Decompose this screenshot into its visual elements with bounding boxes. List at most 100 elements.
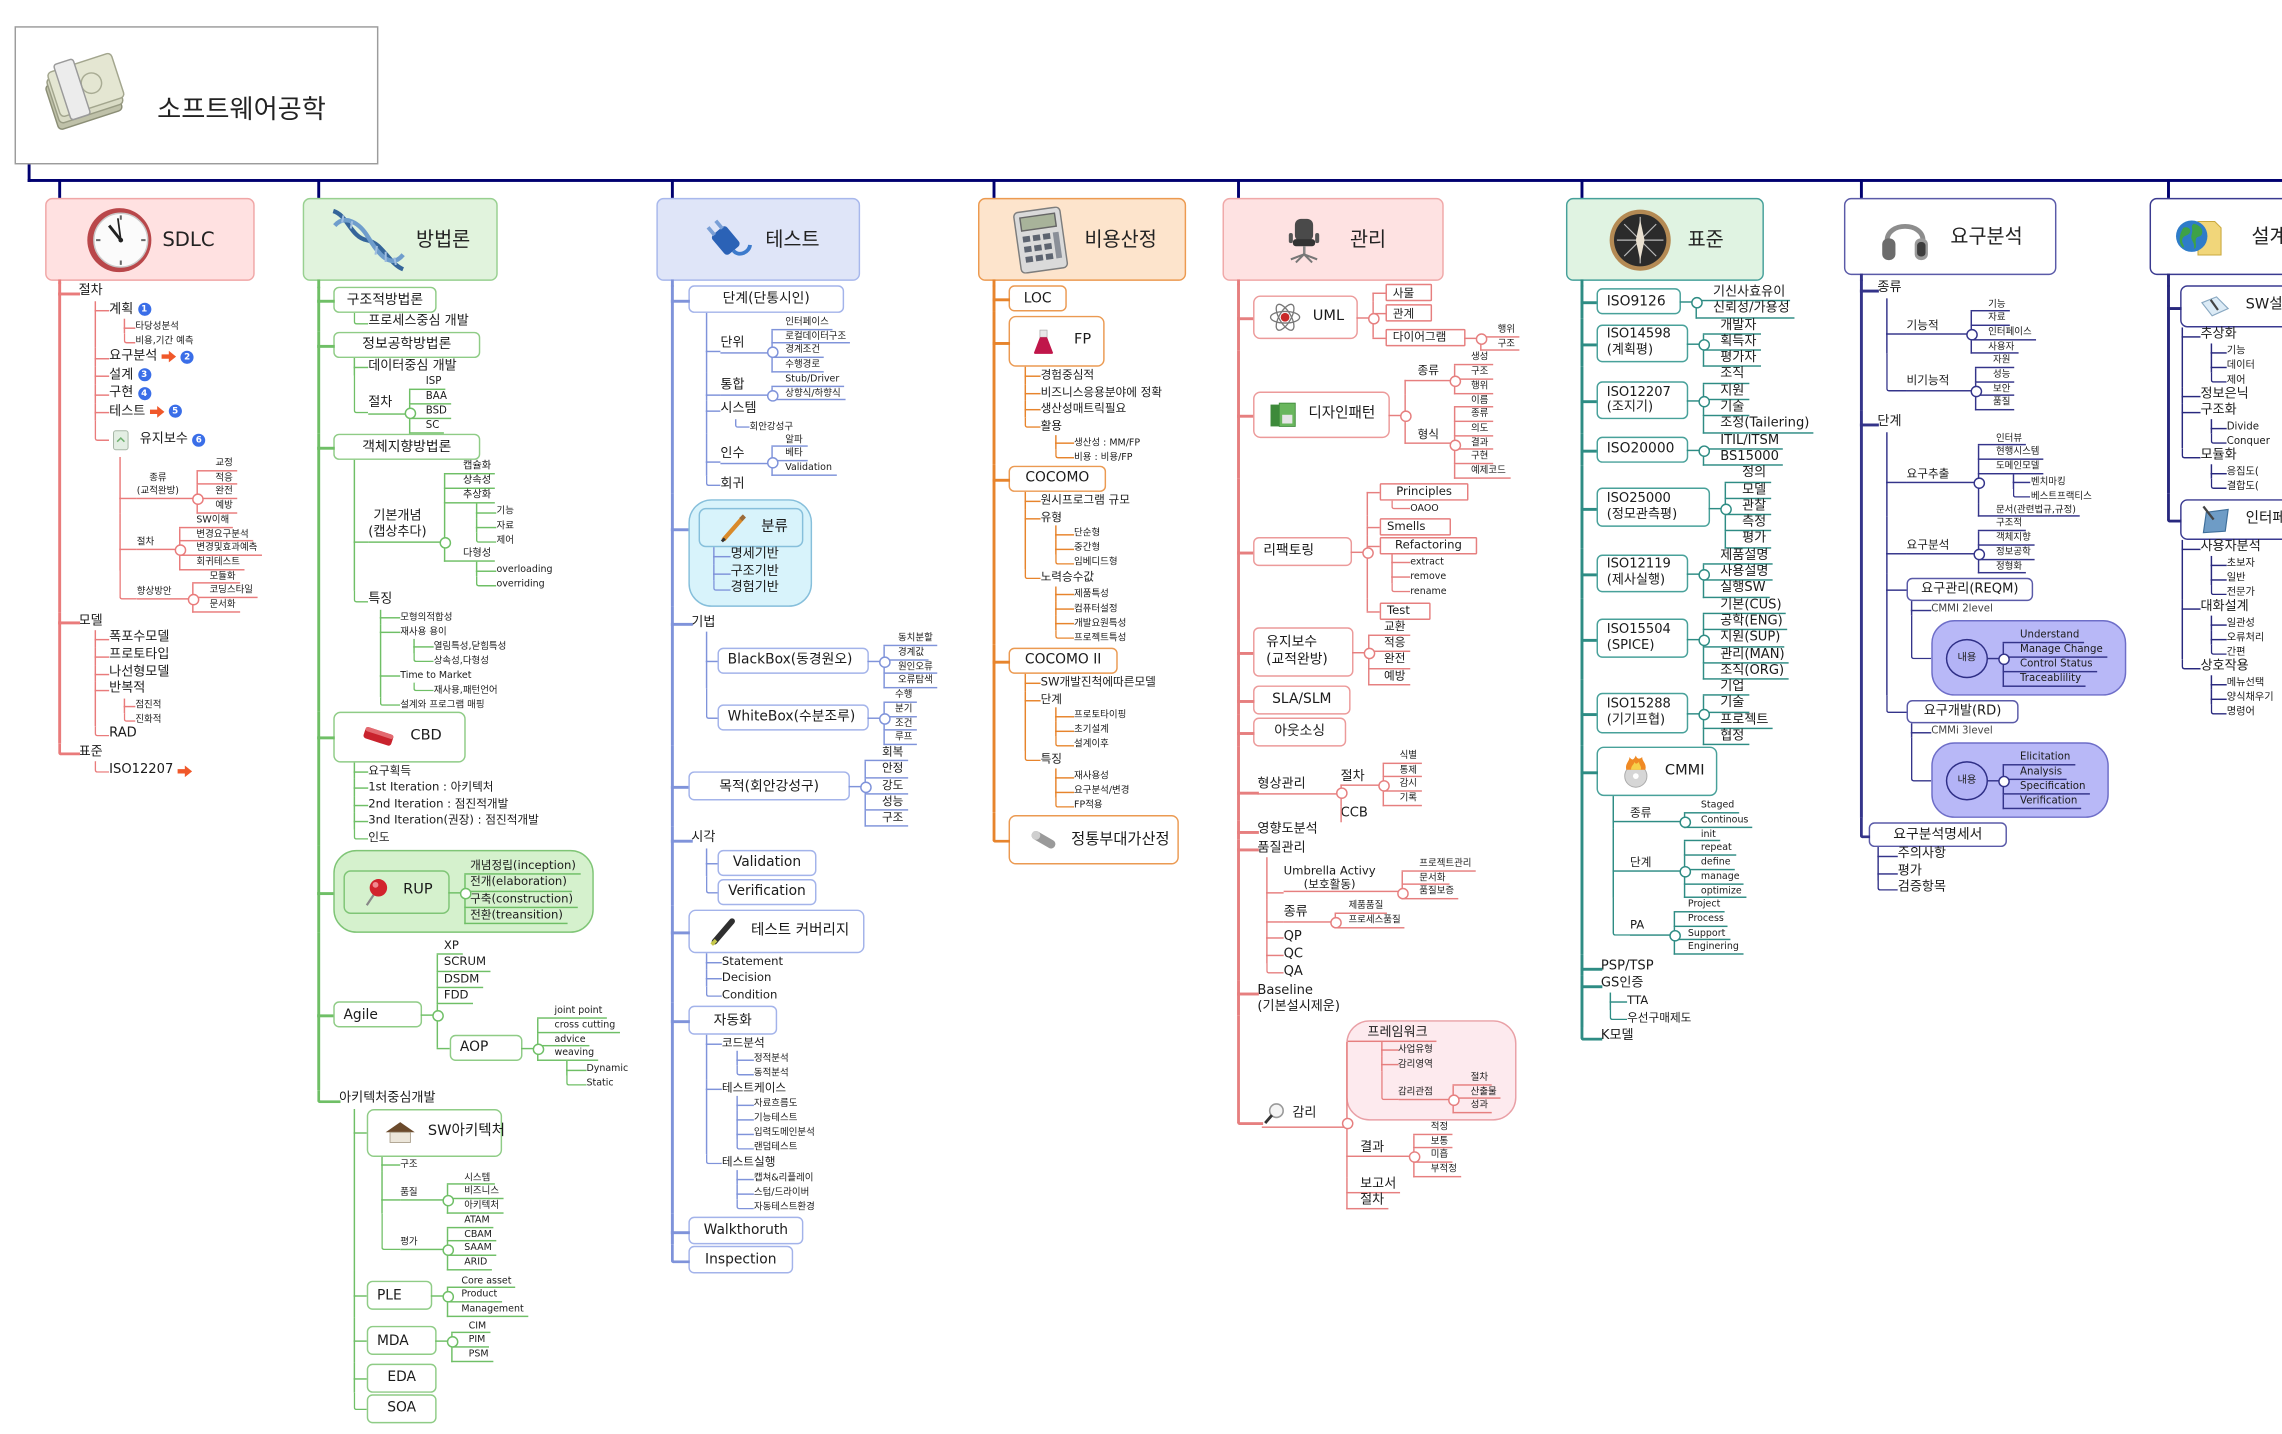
topic[interactable]: 비즈니스 bbox=[446, 1185, 504, 1200]
topic[interactable]: 이름 bbox=[1453, 394, 1493, 408]
topic[interactable]: 자료 bbox=[1970, 311, 2010, 326]
topic[interactable]: 완전 bbox=[1368, 652, 1410, 670]
topic[interactable]: 경험기반 bbox=[713, 581, 779, 598]
topic-box[interactable]: AOP bbox=[449, 1034, 538, 1061]
topic[interactable]: extract bbox=[1391, 554, 1444, 569]
topic[interactable]: 예방 bbox=[196, 499, 238, 514]
topic-label[interactable]: 단위 bbox=[720, 334, 771, 354]
topic[interactable]: 주의사항 bbox=[1877, 847, 1946, 864]
topic[interactable]: CCB bbox=[1340, 805, 1373, 823]
topic[interactable]: 산출물 bbox=[1453, 1085, 1502, 1100]
topic-label[interactable]: 절차 bbox=[1340, 769, 1383, 786]
topic-box[interactable]: 테스트 커버리지 bbox=[688, 909, 865, 954]
branch-header[interactable]: 표준 bbox=[1565, 197, 1764, 281]
topic[interactable]: 제어 bbox=[476, 532, 514, 548]
topic[interactable]: Understand bbox=[2002, 629, 2084, 644]
topic[interactable]: BAA bbox=[408, 390, 452, 405]
topic[interactable]: 인터뷰 bbox=[1978, 432, 2027, 446]
topic[interactable]: 절차 bbox=[1453, 1071, 1493, 1086]
topic-label[interactable]: 인수 bbox=[720, 445, 771, 465]
topic-box[interactable]: 사물 bbox=[1372, 283, 1433, 302]
topic[interactable]: 1st Iteration : 아키텍처 bbox=[353, 778, 494, 796]
topic-label[interactable]: 통합 bbox=[720, 377, 771, 397]
topic[interactable]: Project bbox=[1673, 898, 1725, 913]
topic[interactable]: 평가 bbox=[1877, 864, 1922, 881]
topic[interactable]: 의도 bbox=[1453, 421, 1493, 437]
topic[interactable]: 문서(관련법규,규정) bbox=[1978, 503, 2081, 518]
topic[interactable]: 2nd Iteration : 점진적개발 bbox=[353, 795, 508, 812]
topic[interactable]: 인터페이스 bbox=[770, 316, 834, 330]
topic[interactable]: 구조 bbox=[864, 810, 908, 828]
topic[interactable]: 지원(SUP) bbox=[1702, 630, 1785, 648]
topic[interactable]: 아키텍처 bbox=[446, 1199, 504, 1214]
topic[interactable]: Specification bbox=[2002, 780, 2090, 795]
topic-label[interactable]: 활용 bbox=[1040, 419, 1063, 433]
topic[interactable]: 기능테스트 bbox=[736, 1111, 797, 1126]
topic-box[interactable]: Principles bbox=[1366, 482, 1469, 501]
topic[interactable]: 구현 bbox=[1453, 450, 1493, 465]
topic-box[interactable]: EDA bbox=[366, 1363, 437, 1393]
topic-box[interactable]: RUP bbox=[343, 869, 465, 914]
topic-label[interactable]: Time to Market bbox=[400, 668, 472, 681]
topic[interactable]: FP적용 bbox=[1055, 797, 1103, 813]
topic[interactable]: 평가 bbox=[1724, 531, 1771, 549]
topic-box[interactable]: SLA/SLM bbox=[1253, 685, 1351, 715]
topic-box[interactable]: 다이어그램 bbox=[1385, 328, 1481, 346]
topic-label[interactable]: 평가 bbox=[400, 1234, 447, 1250]
topic[interactable]: 프로젝트 bbox=[1702, 712, 1773, 730]
topic-label[interactable]: 상호작용 bbox=[2200, 659, 2249, 674]
topic[interactable]: 프로세스품질 bbox=[1333, 913, 1406, 928]
topic[interactable]: repeat bbox=[1683, 841, 1737, 856]
topic-box[interactable]: ISO14598 (계획평) bbox=[1596, 323, 1703, 362]
topic[interactable]: 경계조건 bbox=[770, 344, 825, 359]
topic[interactable]: 자료흐름도 bbox=[736, 1096, 797, 1112]
topic[interactable]: Condition bbox=[705, 986, 777, 1004]
topic-label[interactable]: 특징 bbox=[1040, 752, 1063, 766]
topic-box[interactable]: 자동화 bbox=[688, 1006, 778, 1036]
topic[interactable]: 사용설명 bbox=[1702, 564, 1773, 582]
topic[interactable]: 재사용,패턴언어 bbox=[413, 681, 498, 697]
topic[interactable]: TTA bbox=[1609, 992, 1648, 1011]
topic[interactable]: 지원 bbox=[1702, 383, 1749, 401]
topic[interactable]: 임베디드형 bbox=[1055, 554, 1118, 570]
arrow-right-icon[interactable] bbox=[149, 405, 165, 418]
topic[interactable]: 기술 bbox=[1702, 696, 1749, 714]
topic[interactable]: 보고서 bbox=[1345, 1177, 1401, 1194]
topic[interactable]: 사용자 bbox=[1970, 339, 2019, 355]
topic[interactable]: 감시 bbox=[1382, 777, 1422, 792]
topic-label[interactable]: 모델 bbox=[78, 613, 103, 629]
topic[interactable]: 미흡 bbox=[1413, 1148, 1453, 1163]
topic[interactable]: Traceablility bbox=[2002, 672, 2086, 688]
topic[interactable]: 전문가 bbox=[2210, 585, 2255, 600]
topic[interactable]: 보통 bbox=[1413, 1134, 1453, 1149]
topic-label[interactable]: 추상화 bbox=[2200, 327, 2237, 343]
topic[interactable]: 일관성 bbox=[2210, 615, 2255, 631]
topic-box[interactable]: LOC bbox=[1008, 285, 1067, 312]
topic[interactable]: 기능 bbox=[476, 503, 514, 519]
topic[interactable]: 코딩스타일 bbox=[191, 584, 258, 599]
topic[interactable]: 오류탐색 bbox=[883, 674, 938, 689]
topic-label[interactable]: 요구분석 bbox=[1906, 536, 1979, 555]
topic[interactable]: 프로세스중심 개발 bbox=[353, 312, 469, 331]
topic[interactable]: SW개발진척에따른모델 bbox=[1024, 673, 1156, 691]
topic[interactable]: 일반 bbox=[2210, 570, 2245, 586]
topic-label[interactable]: 대화설계 bbox=[2200, 599, 2249, 615]
topic[interactable]: joint point bbox=[537, 1005, 607, 1019]
topic[interactable]: 식별 bbox=[1382, 749, 1422, 764]
topic[interactable]: 신뢰성/가용성 bbox=[1695, 301, 1795, 319]
topic-label[interactable]: 요구추출 bbox=[1906, 465, 1979, 484]
topic[interactable]: 인터페이스 bbox=[1970, 325, 2037, 340]
topic[interactable]: Staged bbox=[1683, 799, 1739, 814]
topic-label[interactable]: 절차 bbox=[78, 283, 103, 299]
topic[interactable]: 기능 bbox=[1970, 298, 2010, 312]
topic[interactable]: Enginering bbox=[1673, 940, 1744, 955]
topic[interactable]: SCRUM bbox=[436, 955, 491, 973]
topic[interactable]: Analysis bbox=[2002, 765, 2067, 781]
topic[interactable]: 전개(elaboration) bbox=[464, 875, 572, 892]
arrow-right-icon[interactable] bbox=[177, 764, 193, 777]
topic-label[interactable]: 기능적 bbox=[1906, 317, 1971, 335]
topic[interactable]: BSD bbox=[408, 404, 452, 420]
topic[interactable]: ITIL/ITSM bbox=[1702, 433, 1784, 450]
topic-label[interactable]: 품질 bbox=[400, 1184, 447, 1201]
